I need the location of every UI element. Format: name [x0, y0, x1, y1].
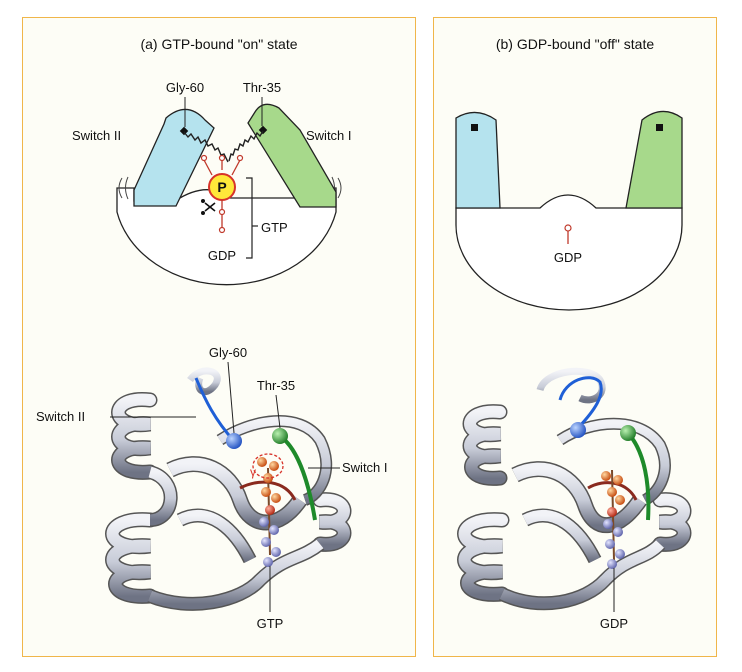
ribbon-bottom	[147, 539, 324, 610]
panel-gtp-on-state	[22, 17, 416, 657]
phosphate-bond-1	[203, 159, 213, 176]
gdp-ligand	[601, 469, 625, 569]
motion-arc-left	[118, 177, 123, 199]
switch2-lobe-off	[455, 111, 501, 209]
scissors-icon	[201, 199, 216, 215]
thr35-structure-label: Thr-35	[257, 378, 295, 393]
top-loop	[187, 367, 221, 396]
structure-on-state: γ Gly-60 Thr-35 Switch II Switch I GTP	[36, 345, 388, 631]
helix-right	[314, 493, 350, 551]
ribbon-top	[217, 416, 331, 505]
gly60-residue	[226, 433, 242, 449]
thr35-residue	[272, 428, 288, 444]
p-loop	[239, 480, 297, 501]
switch1-label: Switch I	[306, 128, 352, 143]
ribbon-sheet	[167, 457, 306, 529]
ribbon-sheet2-b	[522, 510, 600, 563]
ribbon-sheet2	[177, 510, 255, 563]
thr35-label: Thr-35	[243, 80, 281, 95]
helix-right-b	[654, 493, 690, 551]
ribbon-connector	[147, 466, 177, 526]
stalk-oxygen-2	[218, 226, 226, 234]
gly60-marker-off	[471, 124, 478, 131]
gamma-phosphate-ring	[252, 453, 284, 479]
helix-left-b	[464, 405, 506, 485]
gly60-structure-label: Gly-60	[209, 345, 247, 360]
gly60-structure-leader	[227, 361, 235, 434]
switch2-structure-label: Switch II	[36, 409, 85, 424]
top-loop-b	[536, 367, 606, 404]
ribbon-bottom-b	[499, 539, 665, 609]
thr35-marker	[258, 125, 268, 135]
switch2-label: Switch II	[72, 128, 121, 143]
oxygen-2	[236, 154, 244, 162]
ribbon-top-b	[557, 419, 670, 504]
panel-a-title: (a) GTP-bound "on" state	[140, 36, 297, 52]
helix-left	[112, 393, 156, 479]
gamma-label: γ	[250, 465, 256, 479]
gdp-label-a: GDP	[208, 248, 236, 263]
thr35-marker-off	[656, 124, 663, 131]
gtp-structure-label: GTP	[257, 616, 284, 631]
gly60-label: Gly-60	[166, 80, 204, 95]
switch1-lobe-off	[625, 110, 683, 209]
schematic-on-state: P Gly-60 Thr-35 Switch II Switch I GTP G…	[72, 80, 352, 286]
ras-core-body-off	[455, 194, 683, 311]
motion-arc-left-2	[125, 176, 129, 200]
switch1-lobe	[247, 103, 337, 208]
gly60-marker	[179, 126, 189, 136]
phosphate-bond-2	[231, 159, 241, 176]
phosphate-label: P	[217, 179, 226, 195]
ribbon-sheet-b	[512, 462, 646, 532]
gtp-bracket	[246, 177, 253, 259]
gdp-oxygen-off	[564, 224, 572, 232]
motion-arc-right	[337, 177, 342, 199]
gtp-ligand	[257, 457, 281, 567]
thr35-residue-b	[620, 425, 636, 441]
gtp-label: GTP	[261, 220, 288, 235]
switch2-lobe	[133, 108, 215, 207]
switch2-loop-b	[558, 376, 603, 430]
gly60-residue-b	[570, 422, 586, 438]
switch1-structure-label: Switch I	[342, 460, 388, 475]
gly60-bond	[183, 131, 229, 163]
oxygen-1	[200, 154, 208, 162]
thr35-structure-leader	[275, 394, 281, 429]
gdp-structure-label: GDP	[600, 616, 628, 631]
thr35-bond	[228, 130, 264, 162]
stalk-oxygen-1	[218, 208, 226, 216]
helix-bottom-left	[106, 513, 156, 603]
structure-off-state: GDP	[457, 367, 692, 631]
gdp-label-b: GDP	[554, 250, 582, 265]
schematic-off-state: GDP	[455, 110, 683, 311]
oxygen-3	[218, 154, 226, 162]
helix-bottom-left-b	[458, 513, 508, 601]
panel-b-title: (b) GDP-bound "off" state	[496, 36, 655, 52]
